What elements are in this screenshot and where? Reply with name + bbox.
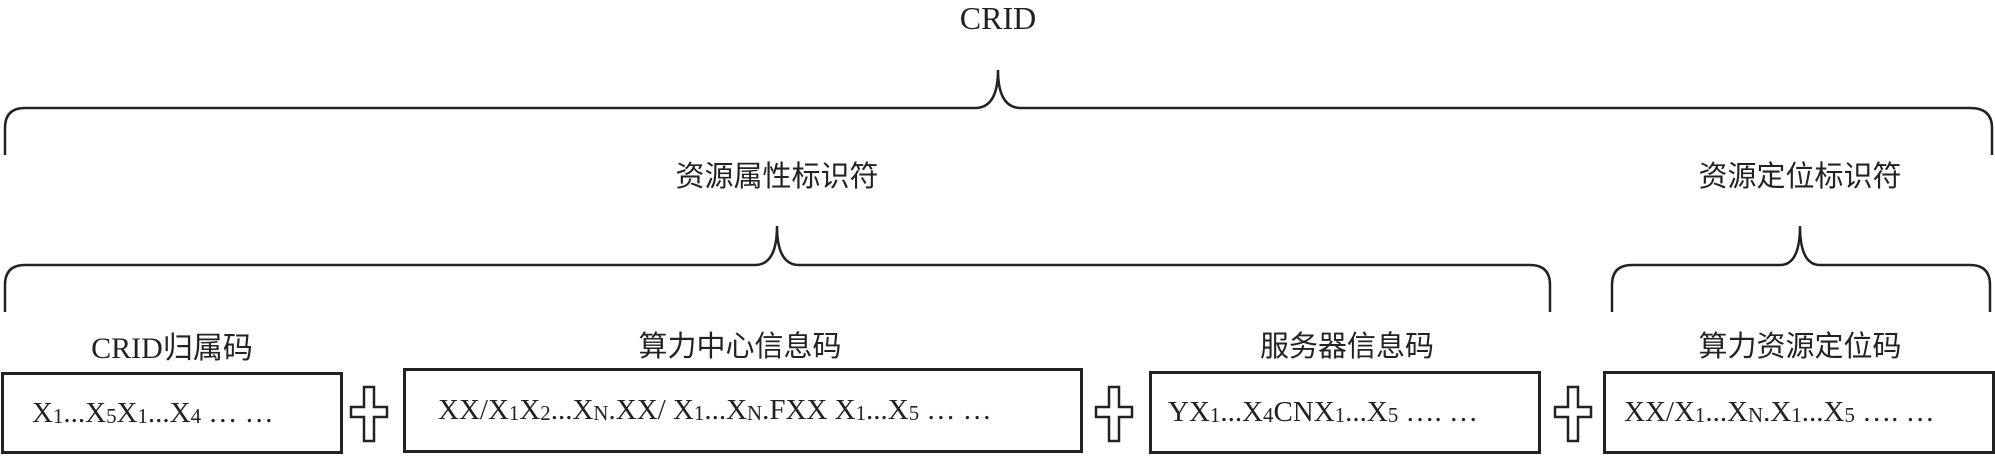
subscript: 5 xyxy=(1387,403,1399,428)
field-label-compute-center: 算力中心信息码 xyxy=(638,331,842,363)
subscript: 5 xyxy=(1844,403,1855,428)
location-brace xyxy=(1610,225,1992,312)
subscript: 5 xyxy=(106,403,117,428)
subscript: 1 xyxy=(1694,403,1706,428)
subscript: 2 xyxy=(540,401,551,426)
subscript: 1 xyxy=(508,401,520,426)
field-box-crid-owner: X1...X5X1...X4 … … xyxy=(1,372,343,454)
field-code: YX1...X4CNX1...X5 …. … xyxy=(1168,396,1479,428)
subscript: 1 xyxy=(693,401,705,426)
subscript: 4 xyxy=(1263,403,1274,428)
subscript: N xyxy=(1748,403,1764,428)
subscript: 4 xyxy=(190,403,202,428)
subscript: 5 xyxy=(908,401,920,426)
subscript: 1 xyxy=(1209,403,1221,428)
field-label-crid-owner: CRID归属码 xyxy=(91,332,253,365)
field-box-resource-location: XX/X1...XN.X1...X5 …. … xyxy=(1603,371,1995,454)
subscript: N xyxy=(747,401,763,426)
plus-icon xyxy=(1553,385,1593,443)
attribute-identifier-label: 资源属性标识符 xyxy=(675,161,879,193)
field-code: XX/X1...XN.X1...X5 …. … xyxy=(1624,396,1935,428)
field-box-compute-center: XX/X1X2...XN.XX/ X1...XN.FXX X1...X5 … … xyxy=(403,368,1083,453)
subscript: 1 xyxy=(1791,403,1802,428)
subscript: N xyxy=(593,401,609,426)
subscript: 1 xyxy=(137,403,148,428)
location-identifier-label: 资源定位标识符 xyxy=(1698,161,1902,193)
plus-icon xyxy=(349,385,389,443)
crid-title: CRID xyxy=(959,0,1037,36)
subscript: 1 xyxy=(52,403,64,428)
field-label-resource-location: 算力资源定位码 xyxy=(1698,331,1902,363)
attribute-brace xyxy=(3,225,1552,312)
field-code: X1...X5X1...X4 … … xyxy=(32,396,274,429)
crid-brace xyxy=(3,69,1994,155)
subscript: 1 xyxy=(855,401,867,426)
field-box-server: YX1...X4CNX1...X5 …. … xyxy=(1149,371,1541,454)
plus-icon xyxy=(1094,385,1134,443)
field-label-server: 服务器信息码 xyxy=(1259,331,1435,363)
subscript: 1 xyxy=(1334,403,1346,428)
field-code: XX/X1X2...XN.XX/ X1...XN.FXX X1...X5 … … xyxy=(438,394,992,426)
